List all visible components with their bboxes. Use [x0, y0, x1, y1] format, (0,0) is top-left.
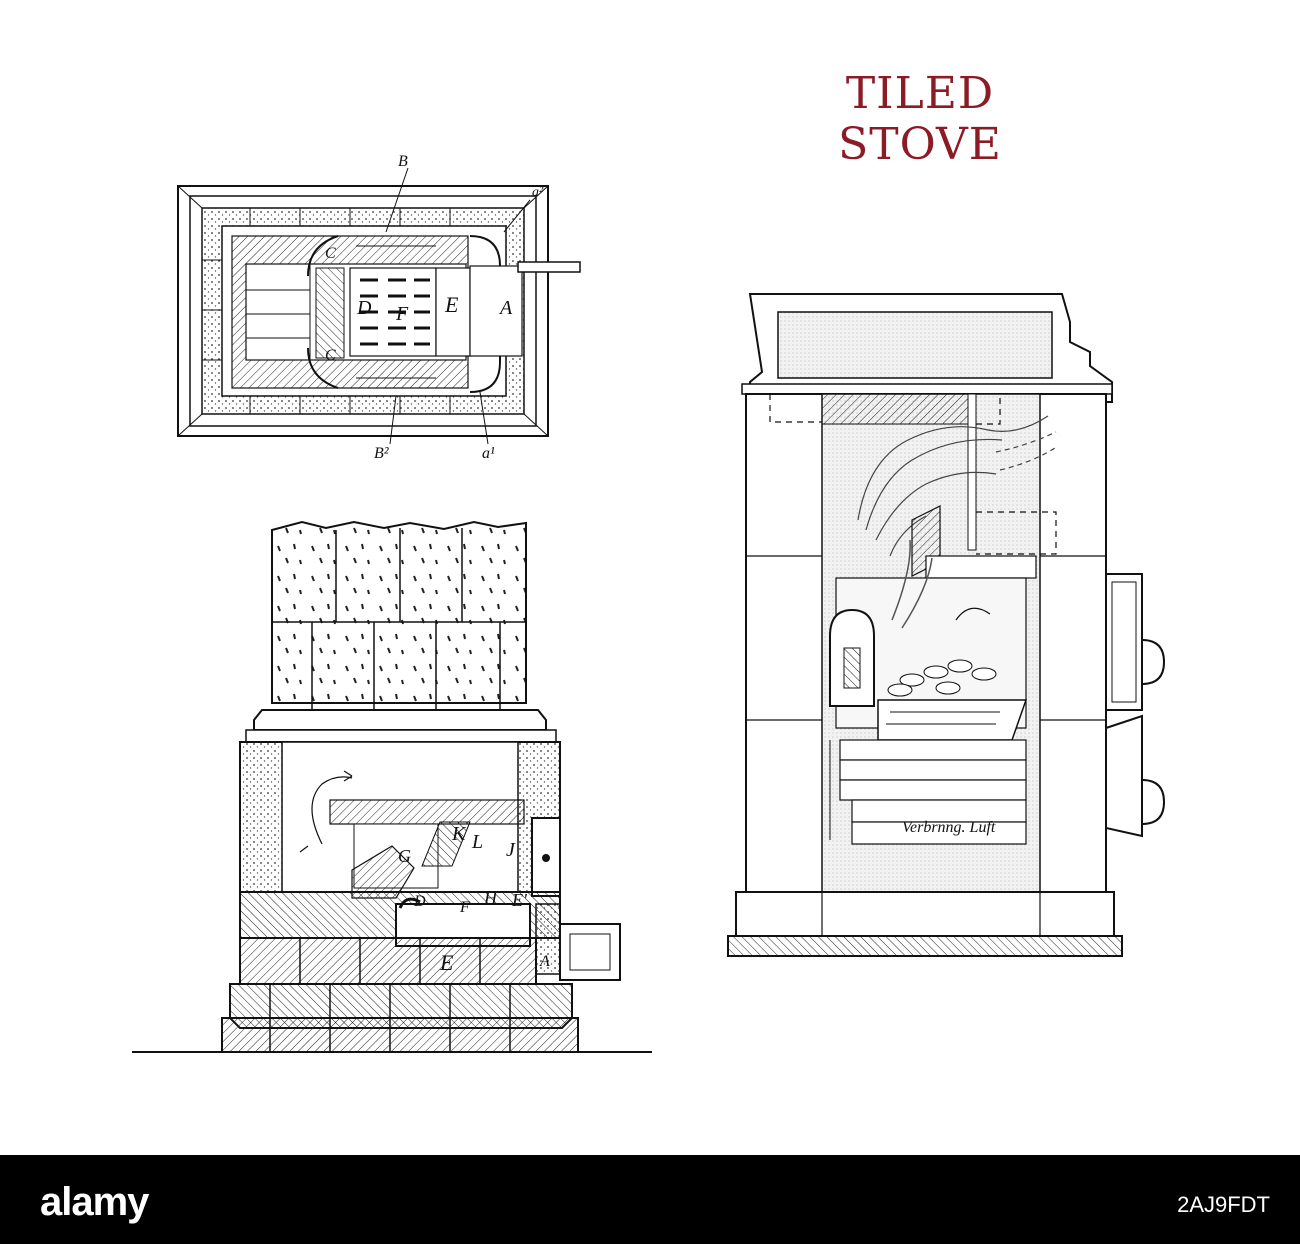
plan-label-b2: B² — [374, 445, 390, 462]
section-label-k: K — [451, 823, 467, 845]
section-label-a: A — [539, 953, 550, 970]
section-label-d: D — [413, 893, 426, 910]
brand-logo: alamy — [40, 1180, 149, 1224]
plan-label-a1: a¹ — [482, 445, 495, 462]
section-label-e: E — [439, 950, 454, 975]
section-label-e-prime: E' — [511, 890, 528, 910]
plan-label-f: F — [395, 303, 409, 325]
plan-label-e: E — [444, 292, 459, 317]
image-id: 2AJ9FDT — [1177, 1192, 1270, 1217]
section-label-h: H — [483, 888, 498, 908]
plan-label-c-top: C — [325, 245, 336, 262]
plan-label-b: B — [398, 153, 408, 170]
plan-label-a2: a² — [532, 185, 544, 200]
footer-bar — [0, 1155, 1300, 1244]
plan-label-d: D — [356, 297, 372, 319]
section-label-f: F — [459, 899, 470, 916]
plan-label-a: A — [498, 297, 513, 319]
combustion-air-label: Verbrnng. Luft — [902, 819, 996, 836]
page-title: TILED STOVE — [838, 68, 1002, 170]
section-label-j: J — [506, 839, 516, 861]
section-label-g: G — [398, 846, 411, 866]
section-label-l: L — [471, 831, 483, 853]
plan-label-c-bottom: C — [325, 347, 336, 364]
